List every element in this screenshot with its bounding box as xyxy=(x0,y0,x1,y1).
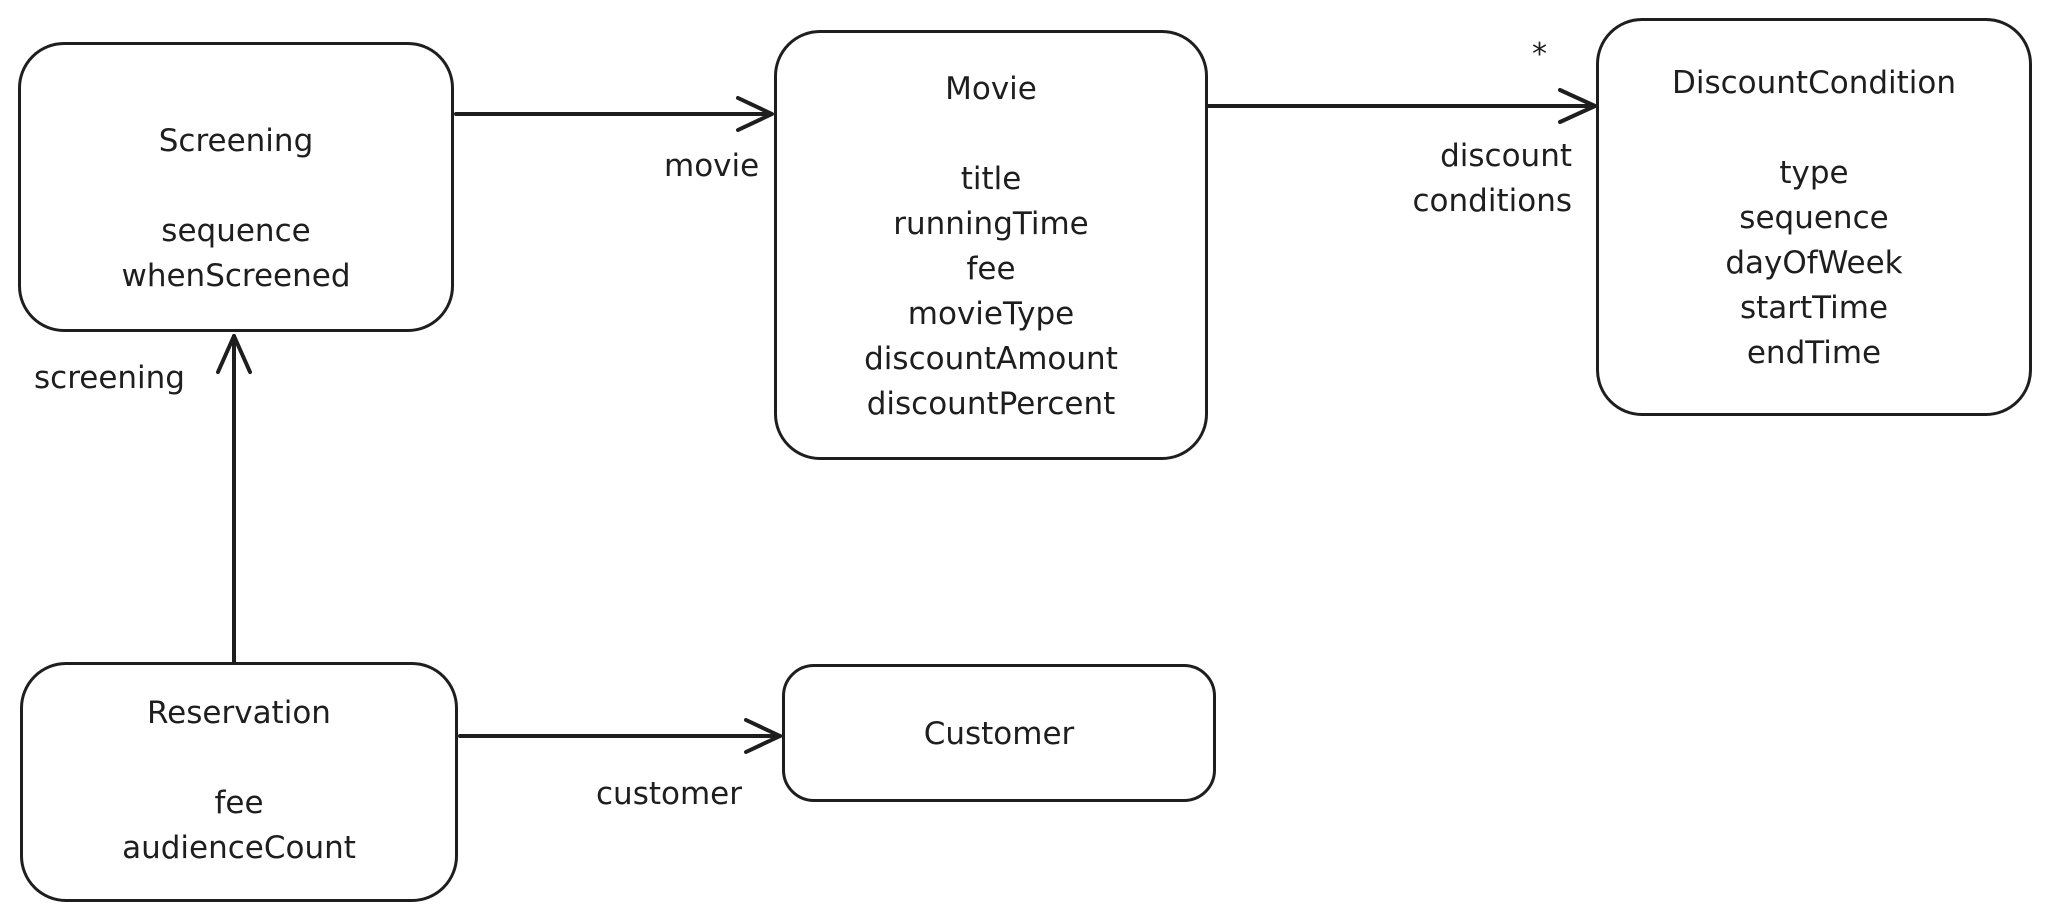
arrow-reservation-to-screening xyxy=(216,334,252,664)
attribute-title: title xyxy=(960,161,1022,197)
association-label-screening: screening xyxy=(34,360,185,396)
class-box-discount-condition: DiscountCondition type sequence dayOfWee… xyxy=(1596,18,2032,416)
attribute-fee: fee xyxy=(214,785,264,821)
attribute-sequence: sequence xyxy=(161,213,311,249)
attribute-movie-type: movieType xyxy=(907,296,1075,332)
association-label-customer: customer xyxy=(596,776,742,812)
attribute-discount-amount: discountAmount xyxy=(864,341,1118,377)
class-name-reservation: Reservation xyxy=(147,695,331,731)
class-box-reservation: Reservation fee audienceCount xyxy=(20,662,458,902)
association-label-discount: discount xyxy=(1440,138,1572,174)
arrow-reservation-to-customer xyxy=(458,718,782,754)
attribute-discount-percent: discountPercent xyxy=(866,386,1116,422)
attribute-running-time: runningTime xyxy=(893,206,1089,242)
attribute-start-time: startTime xyxy=(1739,290,1889,326)
association-label-conditions: conditions xyxy=(1412,183,1572,219)
attribute-fee: fee xyxy=(966,251,1016,287)
class-name-discount-condition: DiscountCondition xyxy=(1671,65,1957,101)
class-name-customer: Customer xyxy=(923,716,1075,752)
attribute-when-screened: whenScreened xyxy=(121,258,351,294)
class-box-customer: Customer xyxy=(782,664,1216,802)
class-box-movie: Movie title runningTime fee movieType di… xyxy=(774,30,1208,460)
arrow-screening-to-movie xyxy=(454,96,774,132)
attribute-audience-count: audienceCount xyxy=(122,830,356,866)
attribute-day-of-week: dayOfWeek xyxy=(1725,245,1903,281)
attribute-type: type xyxy=(1779,155,1849,191)
association-label-movie: movie xyxy=(664,148,760,184)
class-box-screening: Screening sequence whenScreened xyxy=(18,42,454,332)
arrow-movie-to-discount-condition xyxy=(1206,88,1597,124)
class-name-movie: Movie xyxy=(945,71,1037,107)
attribute-sequence: sequence xyxy=(1739,200,1889,236)
attribute-end-time: endTime xyxy=(1746,335,1882,371)
class-name-screening: Screening xyxy=(158,123,314,159)
multiplicity-many: * xyxy=(1532,37,1547,72)
